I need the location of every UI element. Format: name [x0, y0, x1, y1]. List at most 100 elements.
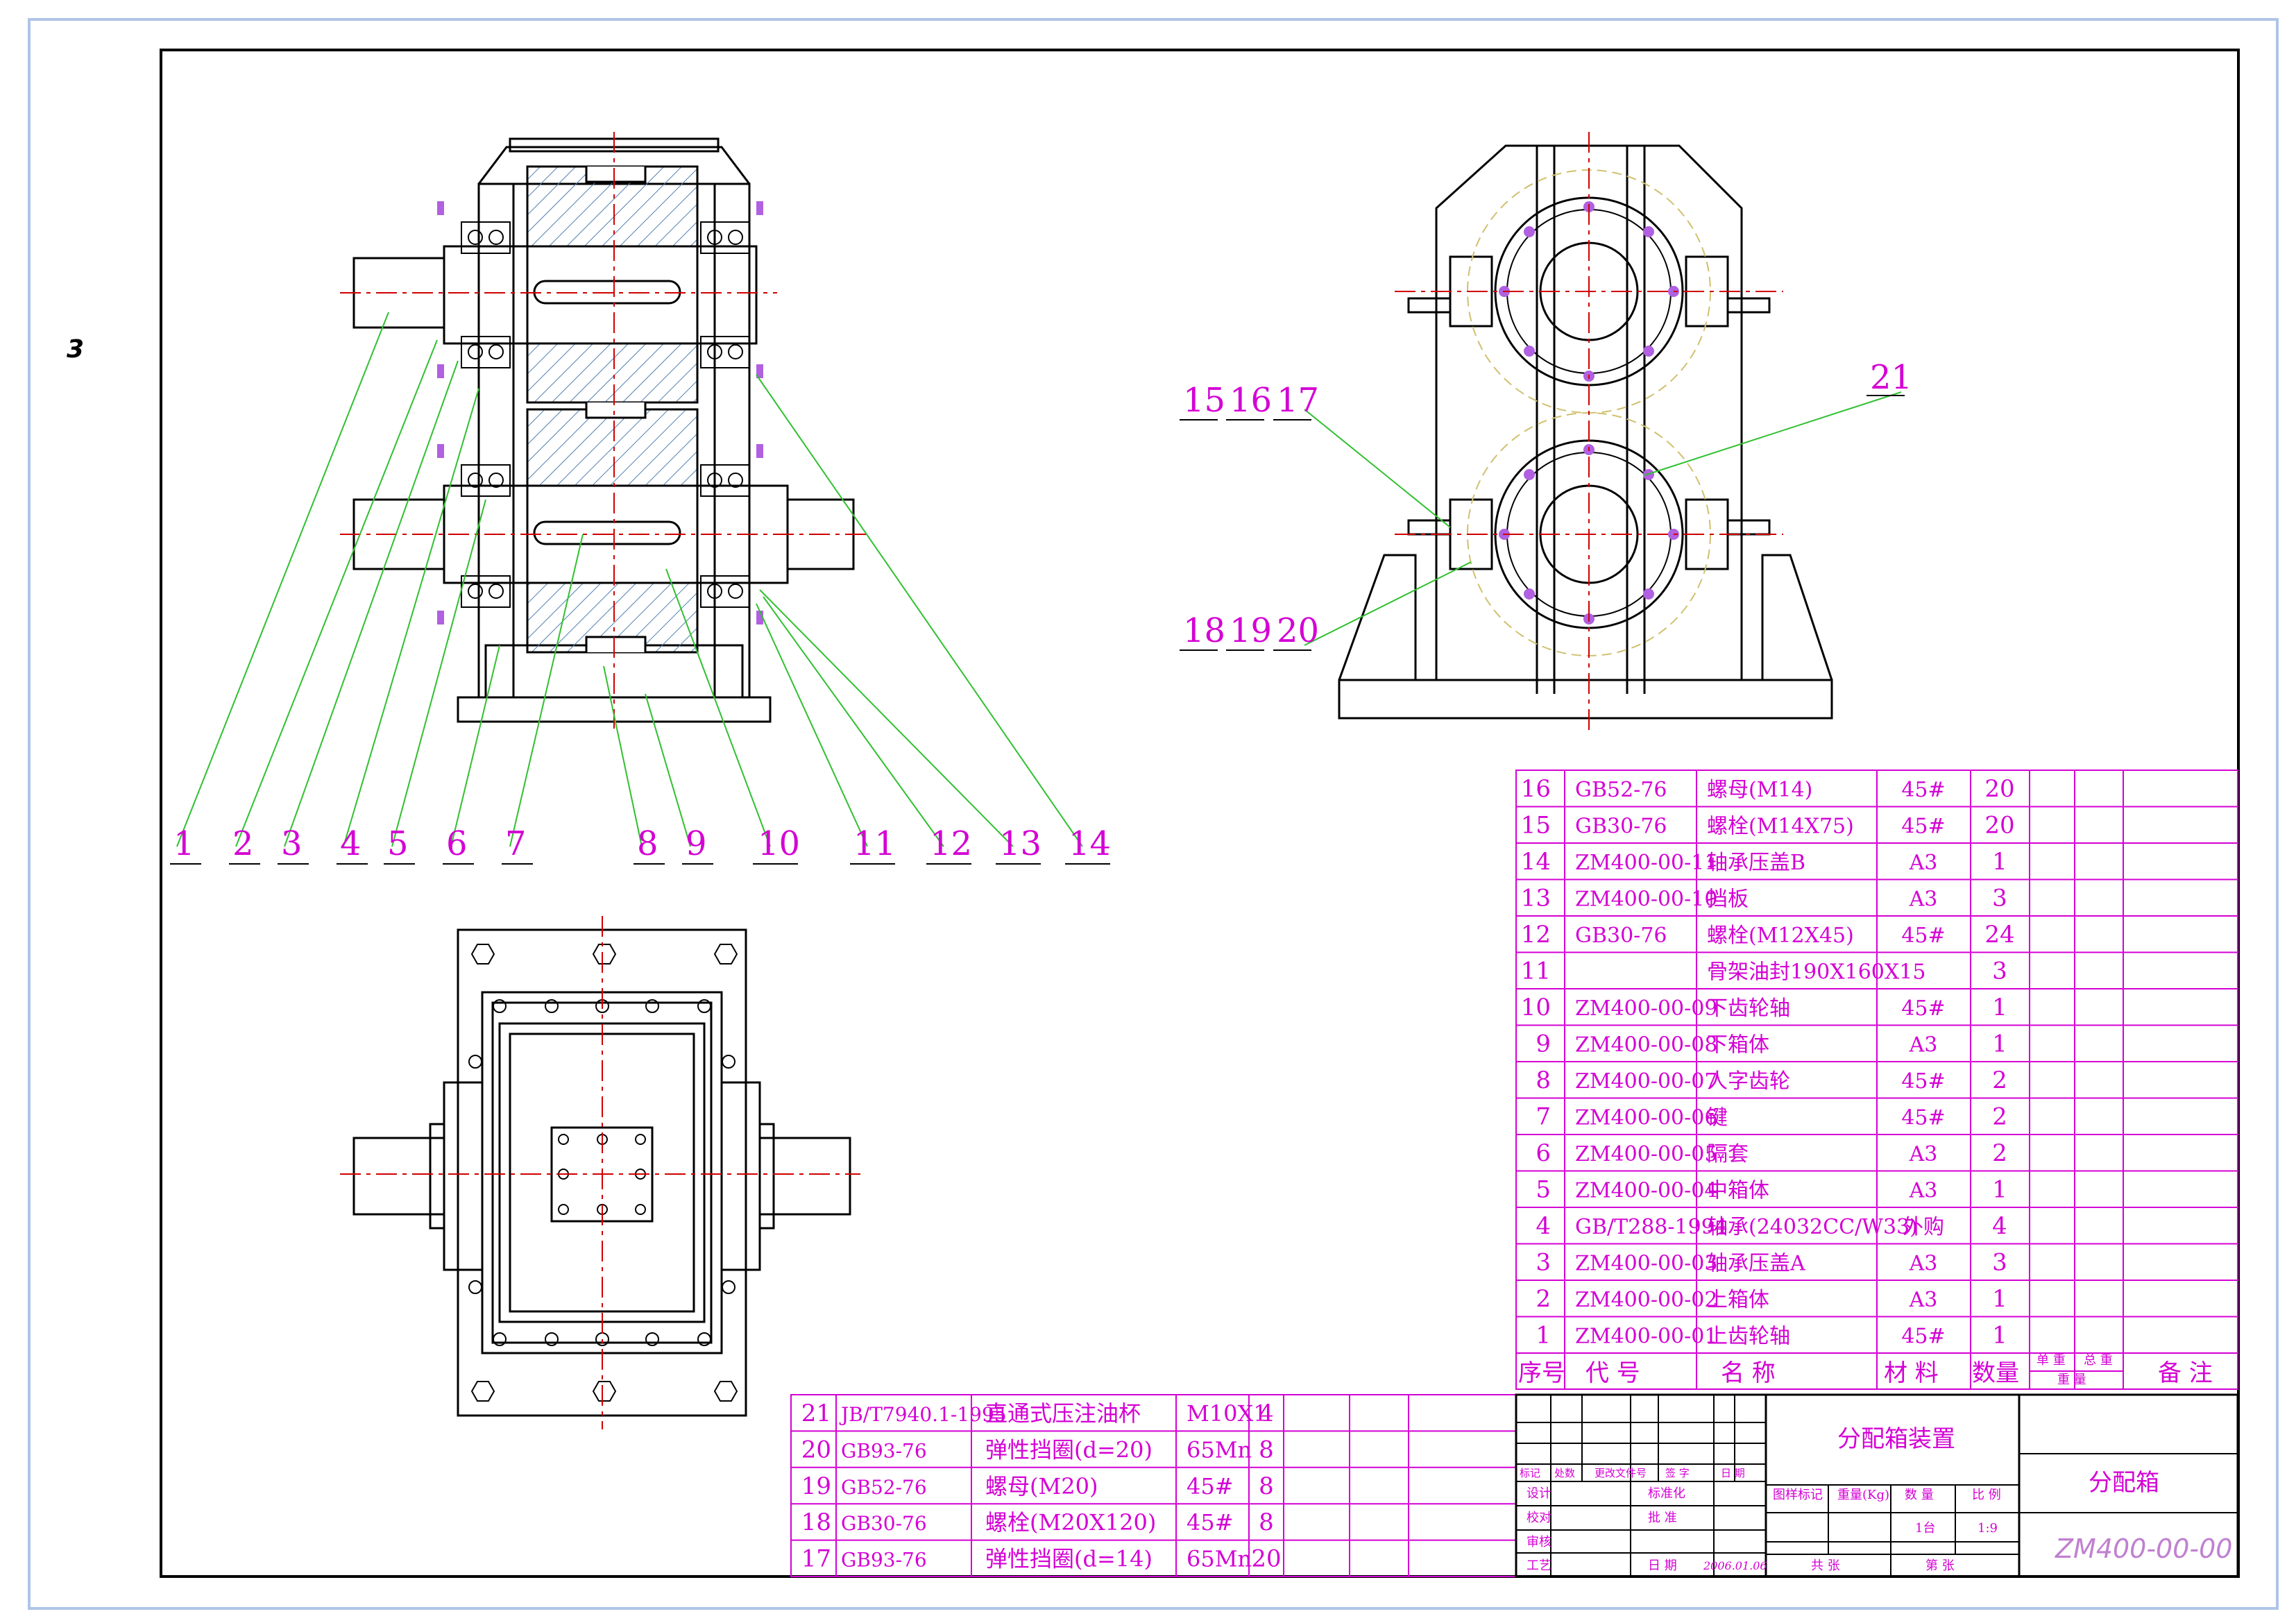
bom-upper-qty: 4: [1992, 1212, 2007, 1240]
bom-upper-name: 下箱体: [1707, 1033, 1769, 1057]
side-view: [1338, 132, 1833, 732]
bom-upper-qty: 2: [1992, 1103, 2007, 1131]
bom-upper-qty: 24: [1984, 921, 2014, 949]
front-section-view: [340, 132, 867, 729]
rev-count: 处数: [1554, 1467, 1575, 1479]
bom-lower-code: JB/T7940.1-1995: [839, 1403, 1007, 1426]
bom-lower-no: 19: [801, 1472, 831, 1500]
bom-upper-mat: 45#: [1901, 924, 1945, 948]
rev-doc: 更改文件号: [1595, 1467, 1647, 1479]
hdr-name: 名 称: [1721, 1359, 1776, 1387]
quantity-value: 1台: [1915, 1521, 1935, 1536]
bom-upper-code: ZM400-00-01: [1575, 1325, 1717, 1349]
bom-upper-no: 2: [1536, 1285, 1551, 1313]
page-marker: 3: [67, 335, 84, 364]
rev-mark: 标记: [1520, 1467, 1540, 1479]
bom-upper-code: ZM400-00-03: [1575, 1252, 1717, 1276]
role-process: 工艺: [1527, 1558, 1551, 1573]
callout-3: 3: [281, 824, 303, 863]
bom-upper-mat: 45#: [1901, 778, 1945, 802]
title-block: 标记 处数 更改文件号 签 字 日 期 设计 校对 审核 工艺 标准化 批 准 …: [1515, 1393, 2239, 1578]
bom-lower-no: 21: [801, 1400, 831, 1427]
drawing-number: ZM400-00-00: [2055, 1533, 2232, 1564]
bom-lower-mat: 45#: [1187, 1473, 1234, 1499]
outer-border: [28, 18, 2279, 1610]
part-name: 分配箱: [2089, 1469, 2159, 1497]
bom-upper-code: GB/T288-1994: [1575, 1215, 1728, 1239]
bom-upper-qty: 2: [1992, 1067, 2007, 1094]
bom-upper-name: 轴承压盖B: [1707, 851, 1805, 875]
bom-upper-code: ZM400-00-05: [1575, 1142, 1717, 1166]
bom-lower-qty: 8: [1259, 1436, 1274, 1463]
bom-lower-mat: 65Mn: [1187, 1436, 1252, 1463]
bom-upper-code: ZM400-00-07: [1575, 1069, 1717, 1094]
bom-upper-no: 10: [1521, 994, 1551, 1021]
callout-18: 18: [1183, 611, 1225, 650]
bom-lower-mat: M10X1: [1187, 1400, 1268, 1427]
top-view: [340, 916, 860, 1429]
role-design: 设计: [1527, 1486, 1551, 1501]
callout-10: 10: [758, 824, 800, 863]
callout-5: 5: [387, 824, 409, 863]
bom-upper-no: 1: [1536, 1322, 1551, 1350]
date-label: 日 期: [1648, 1558, 1677, 1573]
callout-4: 4: [340, 824, 362, 863]
bom-upper-mat: 外购: [1903, 1215, 1944, 1239]
scale-value: 1:9: [1978, 1521, 1998, 1536]
bom-upper-name: 骨架油封190X160X15: [1707, 960, 1925, 985]
bom-upper-code: ZM400-00-10: [1575, 887, 1717, 912]
callout-7: 7: [505, 824, 527, 863]
bom-lower-qty: 8: [1259, 1509, 1274, 1536]
bom-upper-mat: A3: [1909, 887, 1938, 912]
hdr-no: 序号: [1518, 1359, 1565, 1387]
bom-upper-code: GB52-76: [1575, 778, 1667, 802]
bom-upper-mat: A3: [1909, 1252, 1938, 1276]
bom-upper-qty: 1: [1992, 1030, 2007, 1058]
bom-upper-qty: 3: [1992, 885, 2007, 912]
bom-upper-name: 挡板: [1707, 887, 1749, 912]
bom-lower-name: 螺栓(M20X120): [985, 1509, 1156, 1536]
bom-upper-qty: 1: [1992, 1322, 2007, 1350]
bom-lower-name: 弹性挡圈(d=20): [985, 1436, 1153, 1463]
bom-upper-code: ZM400-00-08: [1575, 1033, 1717, 1057]
hdr-weight: 重 量: [2057, 1373, 2086, 1387]
bom-lower-qty: 20: [1251, 1545, 1281, 1573]
bom-upper-no: 12: [1521, 921, 1551, 949]
bom-upper-qty: 1: [1992, 994, 2007, 1021]
bom-upper-qty: 1: [1992, 1176, 2007, 1204]
callout-14: 14: [1069, 824, 1111, 863]
bom-upper-no: 13: [1521, 885, 1551, 912]
callout-6: 6: [446, 824, 468, 863]
bom-upper-qty: 20: [1984, 775, 2014, 803]
bom-lower-mat: 45#: [1187, 1509, 1234, 1536]
bom-lower-qty: 4: [1259, 1400, 1274, 1427]
front-leader-lines: [176, 312, 1083, 847]
callout-13: 13: [999, 824, 1041, 863]
bom-upper-code: GB30-76: [1575, 815, 1667, 839]
bom-upper-code: ZM400-00-11: [1575, 851, 1717, 875]
bom-upper-mat: 45#: [1901, 1069, 1945, 1094]
bom-upper-no: 4: [1536, 1212, 1551, 1240]
assembly-name: 分配箱装置: [1837, 1425, 1955, 1453]
callout-12: 12: [930, 824, 972, 863]
rev-date: 日 期: [1721, 1467, 1745, 1479]
bom-upper-code: ZM400-00-09: [1575, 996, 1717, 1021]
bom-upper-mat: A3: [1909, 1179, 1938, 1203]
callout-9: 9: [686, 824, 707, 863]
bom-upper-name: 上齿轮轴: [1707, 1325, 1790, 1349]
bom-upper-name: 螺栓(M14X75): [1707, 815, 1854, 839]
bom-lower-code: GB93-76: [841, 1439, 927, 1462]
bom-upper-qty: 2: [1992, 1139, 2007, 1167]
side-callouts: 15 16 17 18 19 20 21: [1183, 358, 1912, 650]
info-mark: 图样标记: [1773, 1488, 1823, 1502]
bom-upper-mat: 45#: [1901, 996, 1945, 1021]
bom-upper-no: 15: [1521, 812, 1551, 840]
hdr-remark: 备 注: [2158, 1359, 2213, 1387]
bom-upper-name: 轴承压盖A: [1707, 1252, 1805, 1276]
std-label: 标准化: [1648, 1486, 1685, 1501]
callout-16: 16: [1230, 381, 1272, 420]
callout-1: 1: [173, 824, 195, 863]
bom-upper-mat: 45#: [1901, 815, 1945, 839]
